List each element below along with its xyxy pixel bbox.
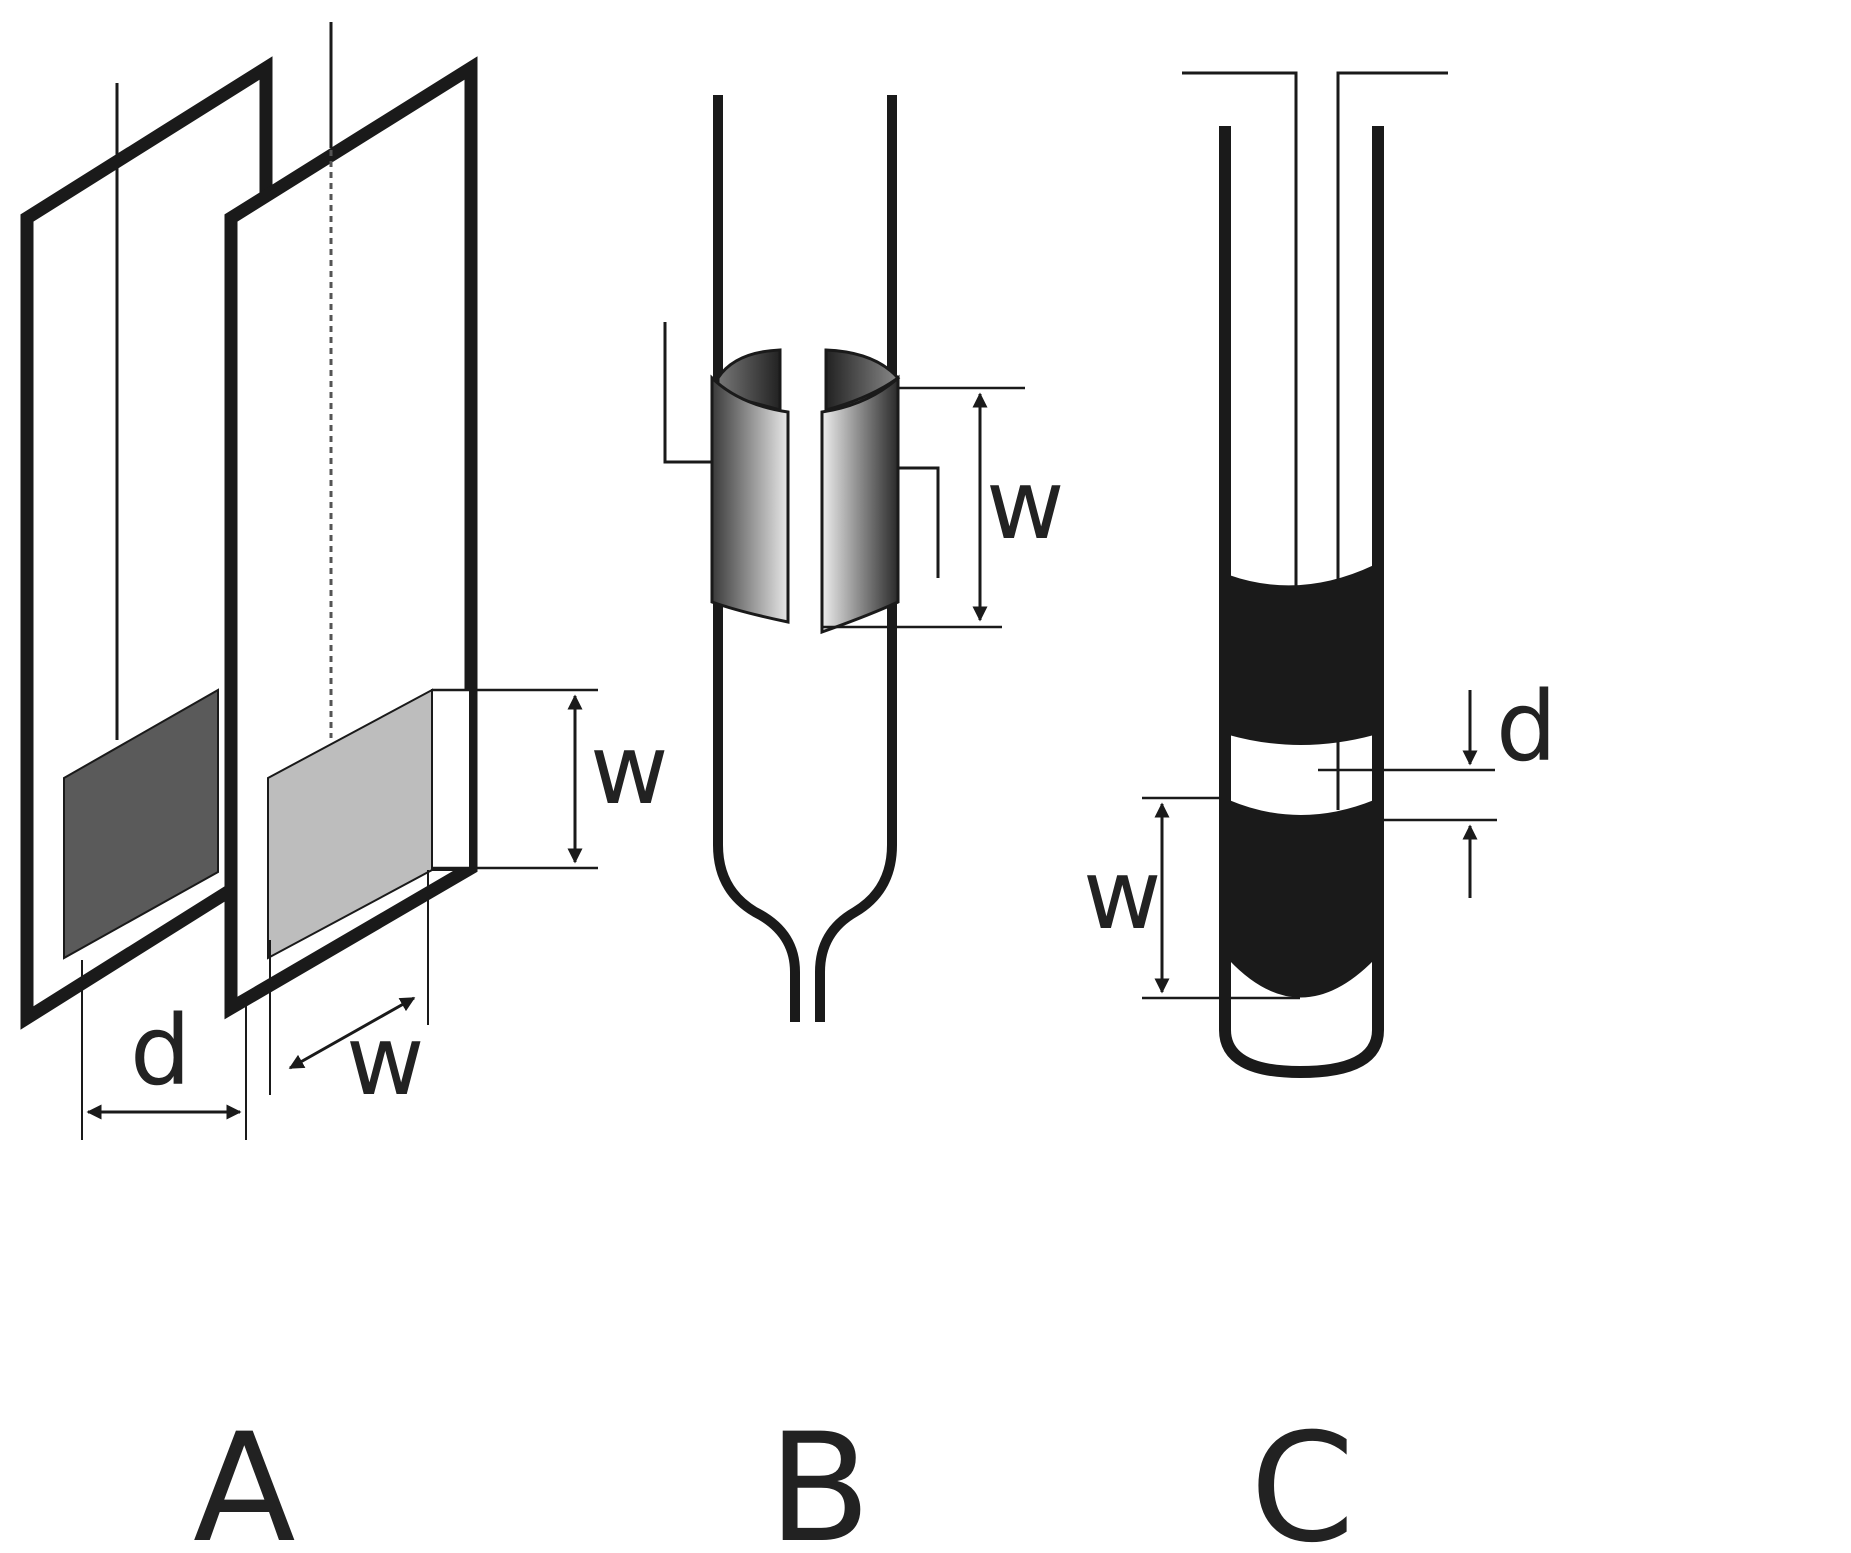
d-label: d bbox=[1496, 671, 1557, 783]
panel-b-cylindrical-cell: w B bbox=[663, 95, 1065, 1553]
w-label: w bbox=[986, 449, 1065, 561]
left-electrode-lead bbox=[663, 322, 712, 464]
panel-c-label: C bbox=[1250, 1402, 1355, 1553]
lower-ring-electrode bbox=[1229, 800, 1374, 998]
w-label: w bbox=[1083, 839, 1162, 951]
panel-b-label: B bbox=[768, 1402, 871, 1553]
lower-ring-lead bbox=[1336, 71, 1448, 810]
back-electrode-dark bbox=[63, 688, 219, 960]
d-label: d bbox=[130, 995, 191, 1107]
w-height-label: w bbox=[590, 714, 669, 826]
w-depth-arrow bbox=[288, 996, 416, 1070]
front-electrode-edge bbox=[431, 689, 471, 871]
w-depth-label: w bbox=[346, 1005, 425, 1117]
panel-a-label: A bbox=[193, 1402, 296, 1553]
right-electrode-lead bbox=[898, 466, 940, 578]
left-cylinder-electrode bbox=[710, 374, 790, 624]
panel-c-ring-electrodes: d w C bbox=[1083, 71, 1557, 1553]
outer-tube bbox=[1219, 126, 1384, 1079]
glass-tube-right bbox=[815, 95, 897, 1022]
upper-ring-lead bbox=[1182, 71, 1298, 590]
upper-ring-electrode bbox=[1229, 565, 1374, 745]
glass-tube bbox=[713, 95, 800, 1022]
right-cylinder-electrode bbox=[820, 374, 900, 635]
panel-a-parallel-plates: w w d A bbox=[20, 22, 669, 1553]
lower-ring-inner bbox=[1233, 968, 1370, 1005]
upper-ring-inner bbox=[1233, 737, 1370, 774]
